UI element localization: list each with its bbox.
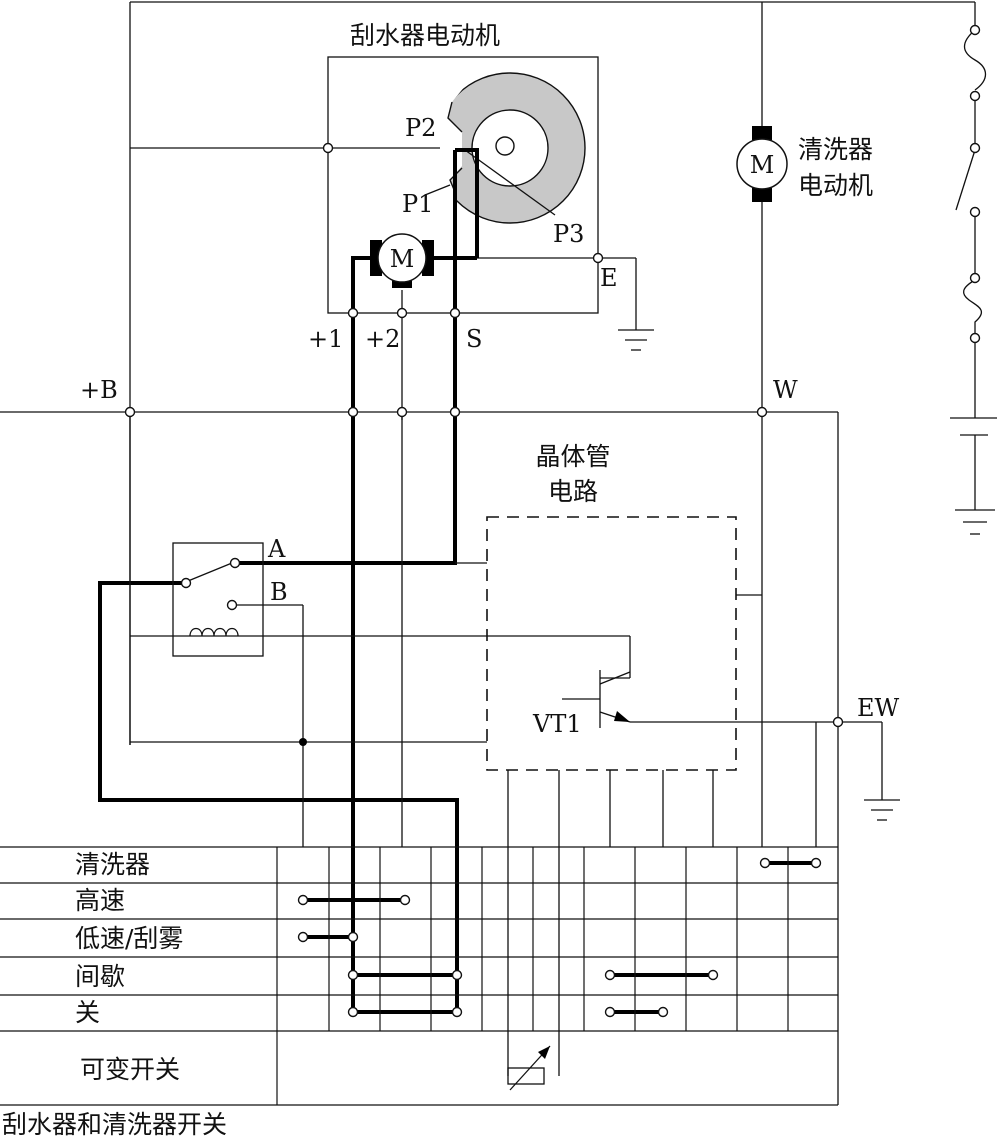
label-plus2: +2 [365,325,400,353]
diagram-caption: 刮水器和清洗器开关 [2,1110,227,1139]
label-plus-b: +B [80,376,118,404]
label-e: E [600,264,618,292]
cam-disc [430,60,586,240]
transistor-label-line1: 晶体管 [535,442,610,471]
row-label-high: 高速 [75,886,125,915]
washer-motor-label-line1: 清洗器 [798,135,873,164]
terminals [124,142,844,1018]
adjust-arrow-icon [538,1046,550,1059]
variable-resistor [507,1045,560,1091]
transistor-vt1 [562,670,838,728]
cam-hub [495,136,515,156]
power-supply-branch [950,24,997,535]
washer-motor-symbol: M [750,151,775,179]
label-w: W [773,376,798,404]
row-label-intermittent: 间歇 [75,962,125,991]
label-a: A [267,535,286,563]
motor-ground-icon [618,329,654,351]
wiper-motor-internal-wiring [328,147,654,420]
washer-motor-label-line2: 电动机 [798,171,873,200]
transistor-label-line2: 电路 [548,477,598,506]
relay [172,542,264,657]
wiper-motor: M [370,233,434,288]
ew-ground [838,721,900,821]
label-b: B [270,578,288,606]
label-vt1: VT1 [532,710,582,738]
label-s: S [466,325,482,353]
label-p3: P3 [553,220,584,248]
row-label-variable: 可变开关 [80,1055,180,1084]
wiper-motor-title: 刮水器电动机 [350,21,500,50]
p3-leader-line [464,149,556,216]
wiper-motor-box [327,56,599,314]
washer-motor-icon [736,138,788,190]
wiper-motor-icon [377,233,427,283]
label-p2: P2 [405,114,436,142]
transistor-circuit-box [486,516,737,771]
relay-coil-icon [189,627,239,637]
label-plus1: +1 [308,325,343,353]
row-label-low-mist: 低速/刮雾 [75,924,183,953]
relay-contact-arm [187,562,233,582]
p1-leader-line [424,184,451,196]
row-label-off: 关 [75,998,100,1027]
wiper-motor-symbol: M [390,245,415,273]
transistor-leads [507,722,817,1070]
emitter-arrow-icon [614,711,630,722]
washer-motor: M [736,126,788,202]
switch-leads [129,412,762,847]
label-p1: P1 [402,190,433,218]
switch-assembly-frame [0,411,839,1106]
row-label-washer: 清洗器 [75,850,150,879]
switch-grid [0,846,838,1105]
label-ew: EW [857,694,900,722]
battery-ground-icon [955,509,995,535]
junction-dot [299,738,307,746]
heavy-wiring [98,150,816,1014]
